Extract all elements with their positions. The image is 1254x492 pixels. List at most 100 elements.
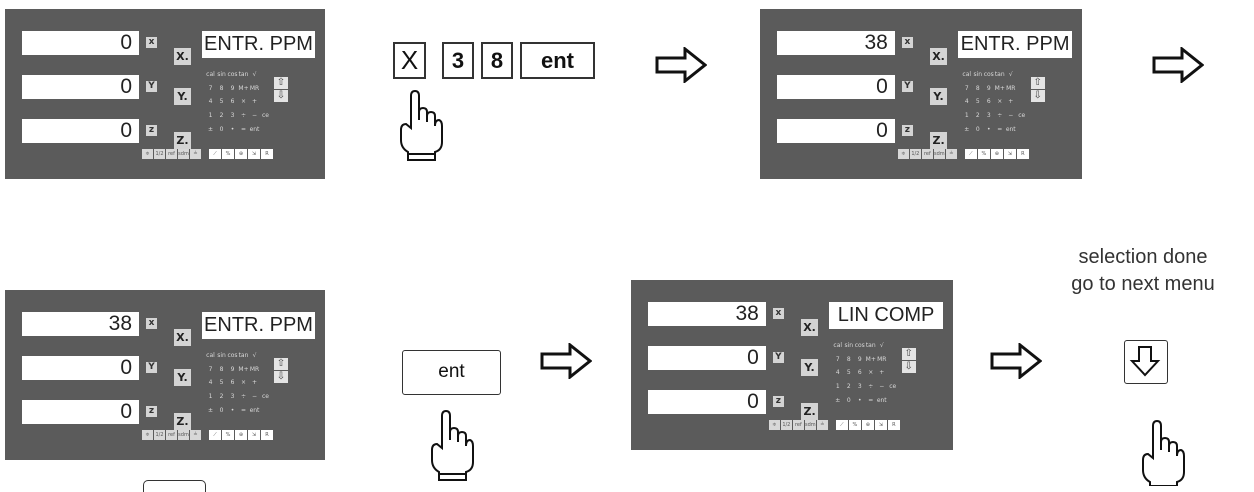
function-key[interactable]: ⊕ [235,430,247,440]
keypad-key[interactable]: ent [1005,126,1016,133]
keypad-key[interactable]: cos [983,71,994,78]
keypad-key[interactable]: − [879,383,885,390]
function-key[interactable]: 1/2 [909,149,921,159]
keypad-key[interactable]: √ [879,342,884,349]
function-key[interactable]: ≑ [897,149,909,159]
zero-x-button[interactable]: X. [174,48,191,65]
keypad-key[interactable]: cos [227,352,238,359]
keypad-key[interactable]: tan [238,71,249,78]
function-key[interactable]: % [848,420,861,430]
keypad-key[interactable]: × [997,98,1003,105]
keypad-key[interactable]: 0 [975,126,980,133]
key-8[interactable]: 8 [481,42,513,79]
axis-y-button[interactable]: Y [772,352,784,363]
function-key[interactable]: ref [166,149,177,159]
function-key[interactable]: ref [166,430,177,440]
keypad-key[interactable]: 2 [219,112,224,119]
axis-x-button[interactable]: x [901,37,913,48]
zero-y-button[interactable]: Y. [174,369,191,386]
zero-z-button[interactable]: Z. [174,132,191,149]
keypad-key[interactable]: 9 [986,85,991,92]
axis-x-button[interactable]: x [772,308,784,319]
arrow-down-button[interactable]: ⇩ [901,361,916,373]
keypad-key[interactable]: tan [865,342,876,349]
keypad-key[interactable]: cal [962,71,972,78]
keypad-key[interactable]: ± [964,126,970,133]
key-ent-large[interactable]: ent [402,350,501,395]
arrow-up-button[interactable]: ⇧ [274,77,288,89]
keypad-key[interactable]: = [997,126,1003,133]
keypad-key[interactable]: 6 [986,98,991,105]
keypad-key[interactable]: 0 [846,397,851,404]
keypad-key[interactable]: sin [217,352,226,359]
keypad-key[interactable]: 7 [208,366,213,373]
keypad-key[interactable]: √ [252,71,257,78]
function-key[interactable]: ⇲ [248,149,260,159]
function-key[interactable]: ≟ [190,149,201,159]
keypad-key[interactable]: 5 [219,98,224,105]
zero-y-button[interactable]: Y. [930,88,948,105]
zero-y-button[interactable]: Y. [801,359,819,376]
arrow-down-button[interactable]: ⇩ [274,371,288,383]
keypad-key[interactable]: − [1008,112,1014,119]
keypad-key[interactable]: sin [217,71,226,78]
function-key[interactable]: R [1016,149,1029,159]
function-key[interactable]: ≑ [142,149,153,159]
keypad-key[interactable]: ent [249,126,260,133]
function-key[interactable]: 1/2 [780,420,792,430]
keypad-key[interactable]: ÷ [868,383,874,390]
function-key[interactable]: sdm [804,420,816,430]
function-key[interactable]: ⊕ [861,420,874,430]
keypad-key[interactable]: MR [249,366,260,373]
keypad-key[interactable]: 3 [230,112,235,119]
keypad-key[interactable]: 6 [857,369,862,376]
keypad-key[interactable]: 7 [208,85,213,92]
keypad-key[interactable]: M+ [238,366,249,373]
function-key[interactable]: ⟋ [209,149,221,159]
keypad-key[interactable]: cal [206,71,215,78]
keypad-key[interactable]: • [857,397,862,404]
keypad-key[interactable]: • [986,126,991,133]
keypad-key[interactable]: 4 [835,369,840,376]
keypad-key[interactable]: cal [206,352,215,359]
keypad-key[interactable]: + [251,98,258,105]
keypad-key[interactable]: 2 [219,393,224,400]
keypad-key[interactable]: − [251,393,258,400]
keypad-key[interactable]: 8 [219,366,224,373]
keypad-key[interactable]: 3 [857,383,862,390]
down-arrow-key[interactable] [1124,340,1168,384]
keypad-key[interactable]: 8 [846,356,851,363]
function-key[interactable]: sdm [178,149,189,159]
zero-y-button[interactable]: Y. [174,88,191,105]
keypad-key[interactable]: 9 [230,366,235,373]
keypad-key[interactable]: ce [1018,112,1026,119]
zero-x-button[interactable]: X. [930,48,948,65]
function-key[interactable]: ⟋ [209,430,221,440]
function-key[interactable]: 1/2 [154,149,165,159]
keypad-key[interactable]: 4 [208,379,213,386]
keypad-key[interactable]: 8 [975,85,980,92]
keypad-key[interactable]: ± [207,126,214,133]
keypad-key[interactable]: × [868,369,874,376]
keypad-key[interactable]: = [868,397,874,404]
keypad-key[interactable]: 7 [964,85,969,92]
function-key[interactable]: ⊕ [235,149,247,159]
keypad-key[interactable]: ÷ [997,112,1003,119]
keypad-key[interactable]: + [879,369,885,376]
keypad-key[interactable]: 3 [986,112,991,119]
keypad-key[interactable]: M+ [994,85,1005,92]
keypad-key[interactable]: 2 [975,112,980,119]
keypad-key[interactable]: 4 [964,98,969,105]
keypad-key[interactable]: 1 [208,393,213,400]
function-key[interactable]: 1/2 [154,430,165,440]
keypad-key[interactable]: ce [262,112,269,119]
function-key[interactable]: ⇲ [1003,149,1016,159]
keypad-key[interactable]: ce [262,393,269,400]
function-key[interactable]: % [222,430,234,440]
zero-z-button[interactable]: Z. [174,413,191,430]
function-key[interactable]: sdm [178,430,189,440]
axis-y-button[interactable]: Y [901,81,913,92]
zero-z-button[interactable]: Z. [801,403,819,420]
keypad-key[interactable]: 3 [230,393,235,400]
keypad-key[interactable]: − [251,112,258,119]
